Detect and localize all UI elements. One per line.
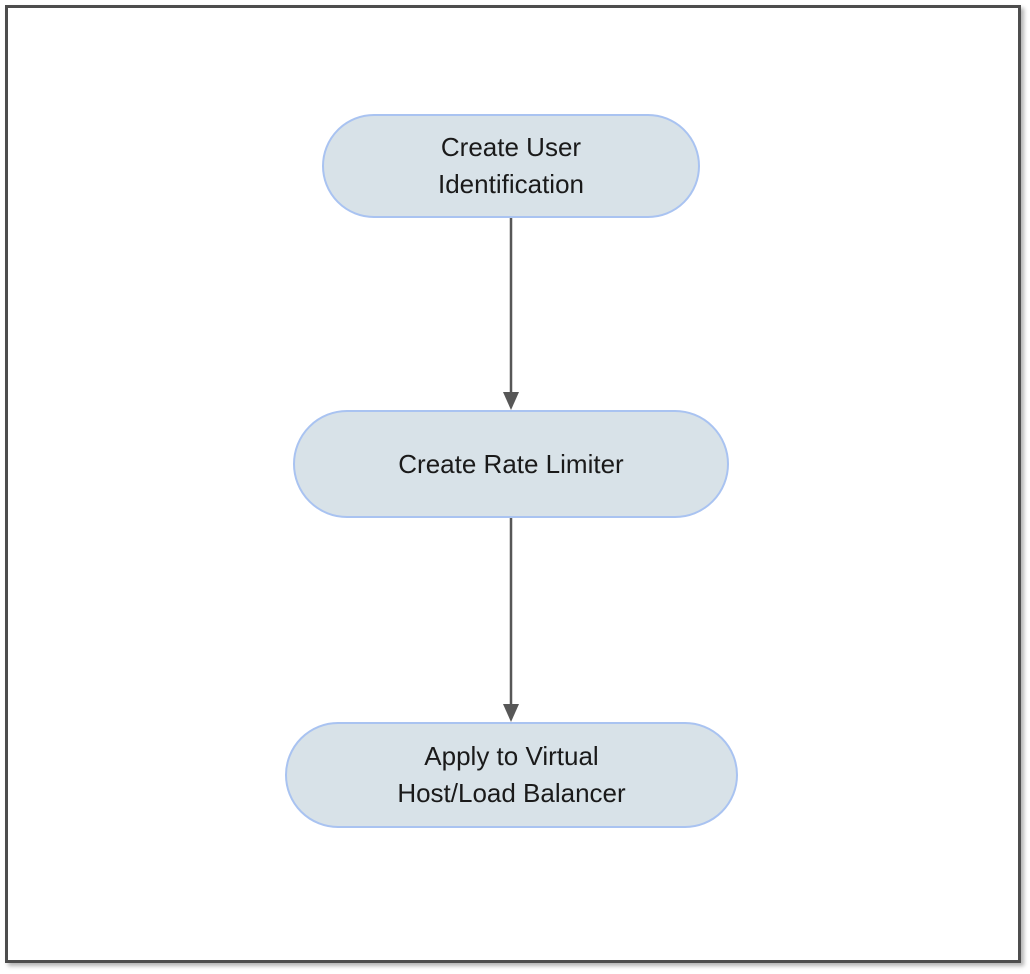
node-label: Apply to Virtual Host/Load Balancer bbox=[397, 738, 625, 812]
node-label-line: Apply to Virtual bbox=[424, 741, 599, 771]
node-label: Create User Identification bbox=[438, 129, 584, 203]
flow-node-apply-to-virtual-host-load-balancer: Apply to Virtual Host/Load Balancer bbox=[285, 722, 738, 828]
flow-node-create-rate-limiter: Create Rate Limiter bbox=[293, 410, 729, 518]
node-label: Create Rate Limiter bbox=[398, 446, 623, 483]
node-label-line: Create User bbox=[440, 132, 582, 162]
node-label-line: Identification bbox=[438, 169, 584, 199]
flow-node-create-user-identification: Create User Identification bbox=[322, 114, 700, 218]
node-label-line: Host/Load Balancer bbox=[397, 778, 626, 808]
node-label-line: Create Rate Limiter bbox=[398, 448, 624, 479]
